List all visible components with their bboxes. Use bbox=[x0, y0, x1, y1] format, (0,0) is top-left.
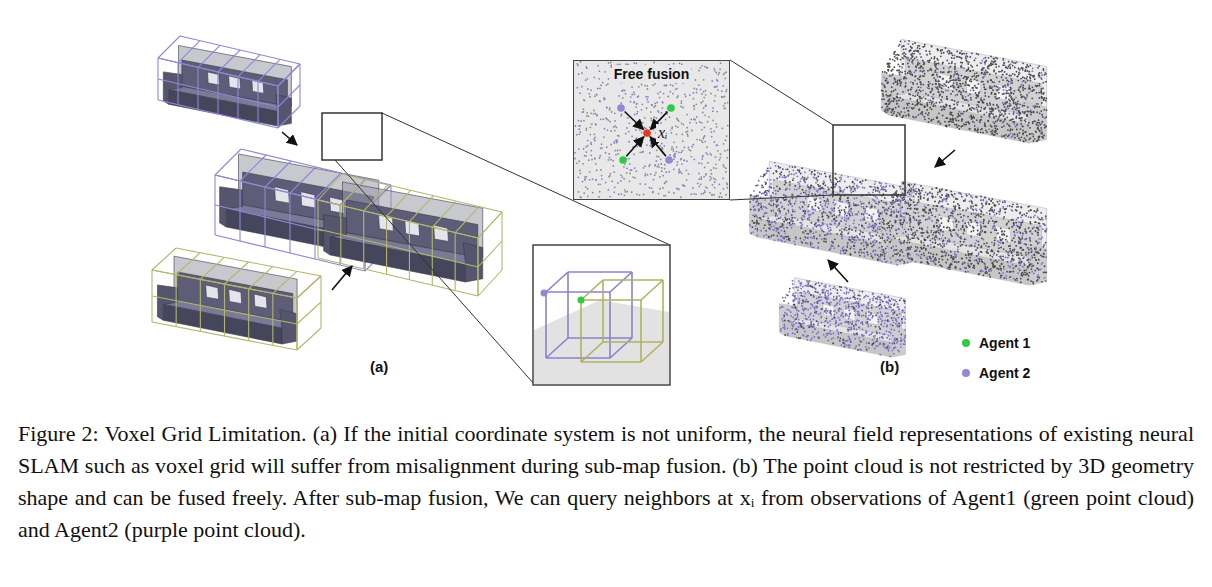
page: {"diagram": {"caption": "Figure 2: Voxel… bbox=[0, 0, 1212, 587]
